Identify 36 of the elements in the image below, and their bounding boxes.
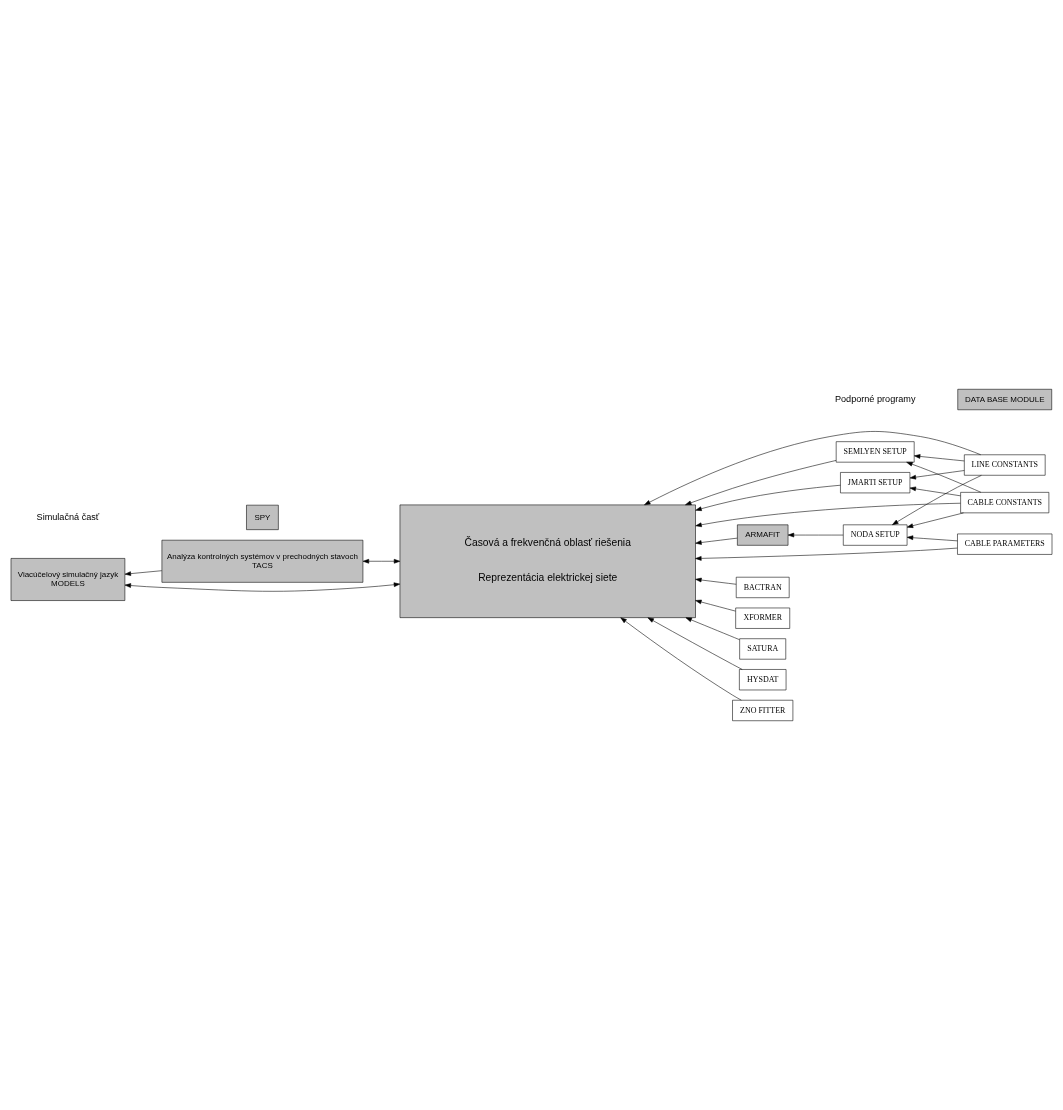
arrow <box>695 599 736 612</box>
arrow <box>787 532 844 538</box>
node-box: NODA SETUP <box>843 524 908 546</box>
node-box: XFORMER <box>735 607 791 629</box>
node-box: BACTRAN <box>735 576 790 598</box>
node-box: JMARTI SETUP <box>840 472 911 494</box>
arrow <box>362 559 401 564</box>
node-box: SEMLYEN SETUP <box>835 441 915 463</box>
node-box: HYSDAT <box>739 669 787 691</box>
arrow <box>909 470 965 480</box>
arrow <box>695 547 958 561</box>
arrow <box>685 617 740 640</box>
arrow <box>647 617 743 670</box>
arrow <box>124 570 163 576</box>
arrow <box>685 460 837 506</box>
label: Simulačná časť <box>36 511 100 522</box>
node-box: SATURA <box>739 638 787 660</box>
node-box: Časová a frekvenčná oblasť riešenia Reprezentácia elektrickej siete <box>399 504 696 618</box>
arrow <box>892 475 982 526</box>
arrow <box>124 582 401 592</box>
node-box: CABLE CONSTANTS <box>960 492 1050 514</box>
arrow <box>695 577 737 585</box>
arrow <box>695 502 961 528</box>
arrow <box>620 617 742 701</box>
arrow <box>914 454 965 462</box>
node-box: CABLE PARAMETERS <box>957 533 1053 555</box>
arrow <box>906 535 958 542</box>
arrow <box>695 537 738 545</box>
arrow <box>906 461 982 493</box>
arrow <box>909 486 961 497</box>
node-box: LINE CONSTANTS <box>964 454 1046 476</box>
node-box: ZNO FITTER <box>732 699 794 721</box>
arrow <box>644 431 981 506</box>
label: Podporné programy <box>834 393 916 404</box>
arrow <box>695 484 841 511</box>
arrow <box>906 512 964 528</box>
